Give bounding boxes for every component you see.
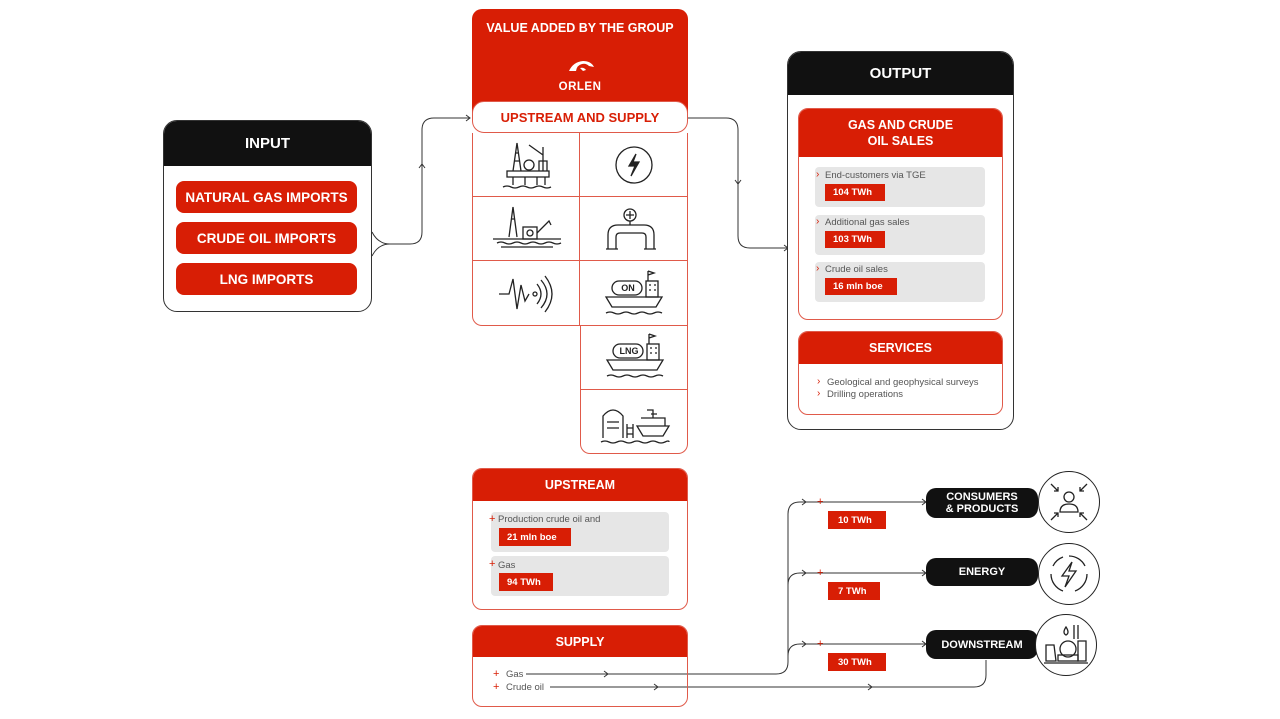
plus-icon: + [489,558,496,570]
sales-item-label: End-customers via TGE [825,170,926,181]
chevron-right-icon: › [816,169,820,180]
plus-icon: + [817,496,824,508]
input-item-lng: LNG IMPORTS [176,263,357,295]
upstream-title: UPSTREAM [473,469,687,501]
value-added-title: VALUE ADDED BY THE GROUP [486,21,674,35]
services-item: Geological and geophysical surveys [827,377,979,388]
chevron-right-icon: › [816,216,820,227]
energy-circle [1038,543,1100,605]
icon-cell-offshore-platform [472,133,580,197]
offshore-platform-icon [502,142,552,189]
sales-item-value: 16 mln boe [825,278,897,295]
flow-target-line1: ENERGY [958,566,1006,578]
output-title: OUTPUT [788,52,1013,95]
supply-card: SUPPLY [472,625,688,707]
sales-item-value: 104 TWh [825,184,885,201]
input-item-crude-oil: CRUDE OIL IMPORTS [176,222,357,254]
gas-sales-card: GAS AND CRUDE OIL SALES › End-customers … [798,108,1003,320]
upstream-item-value: 21 mln boe [499,528,571,546]
icon-cell-seismic [472,261,580,326]
services-item: Drilling operations [827,389,904,400]
supply-title: SUPPLY [473,626,687,657]
upstream-item-value: 94 TWh [499,573,553,591]
sales-item-label: Crude oil sales [825,264,888,275]
flow-value: 30 TWh [828,653,886,671]
services-card: SERVICES › Geological and geophysical su… [798,331,1003,415]
gas-sales-title-line1: GAS AND CRUDE [847,118,954,132]
icon-cell-terminal [580,390,688,454]
chevron-right-icon: › [817,388,821,399]
icon-cell-tanker-on: ON [580,261,688,326]
plus-icon: + [493,668,500,680]
orlen-eagle-icon [569,61,594,71]
seismic-wave-icon [499,275,553,313]
plus-icon: + [817,567,824,579]
lng-carrier-icon [605,333,665,378]
input-box: INPUT NATURAL GAS IMPORTS CRUDE OIL IMPO… [163,120,372,312]
value-added-header: VALUE ADDED BY THE GROUP ORLEN [472,9,688,119]
icon-cell-pipeline [580,197,688,261]
icon-cell-onshore-rig [472,197,580,261]
refinery-icon [1044,625,1088,664]
flow-value: 7 TWh [828,582,880,600]
flow-target-line1: CONSUMERS [946,491,1018,503]
upstream-card: UPSTREAM + Production crude oil and 21 m… [472,468,688,610]
upstream-item-label: Production crude oil and [498,514,601,525]
downstream-circle [1035,614,1097,676]
sales-item-value: 103 TWh [825,231,885,248]
value-added-subtitle: UPSTREAM AND SUPPLY [472,101,688,133]
chevron-right-icon: › [817,376,821,387]
services-title: SERVICES [799,332,1002,364]
tanker-lng-label: LNG [619,346,639,356]
tanker-on-label: ON [621,283,635,293]
flow-target-line1: DOWNSTREAM [941,638,1023,651]
flow-target-line2: & PRODUCTS [945,503,1019,515]
energy-cycle-icon [615,146,653,184]
onshore-rig-icon [493,206,562,248]
lng-terminal-icon [600,409,671,444]
icon-cell-energy-cycle [580,133,688,197]
input-item-natural-gas: NATURAL GAS IMPORTS [176,181,357,213]
flow-target-energy: ENERGY [926,558,1038,586]
plus-icon: + [493,681,500,693]
plus-icon: + [817,638,824,650]
icon-cell-tanker-lng: LNG [580,326,688,390]
supply-item-gas: Gas [506,669,527,680]
gas-sales-title: GAS AND CRUDE OIL SALES [799,109,1002,157]
pipeline-valve-icon [606,208,656,250]
orlen-logo-text: ORLEN [558,81,602,93]
consumer-person-icon [1050,483,1088,521]
consumers-circle [1038,471,1100,533]
sales-item-label: Additional gas sales [825,217,910,228]
supply-item-crude-oil: Crude oil [506,682,548,693]
chevron-right-icon: › [816,263,820,274]
gas-sales-title-line2: OIL SALES [867,134,934,148]
energy-bolt-icon [1050,555,1088,592]
oil-tanker-icon [604,270,664,315]
flow-target-downstream: DOWNSTREAM [926,630,1038,659]
output-box: OUTPUT GAS AND CRUDE OIL SALES › End-cus… [787,51,1014,430]
plus-icon: + [489,513,496,525]
input-title: INPUT [164,121,371,166]
upstream-item-label: Gas [498,560,516,571]
flow-target-consumers: CONSUMERS & PRODUCTS [926,488,1038,518]
flow-value: 10 TWh [828,511,886,529]
